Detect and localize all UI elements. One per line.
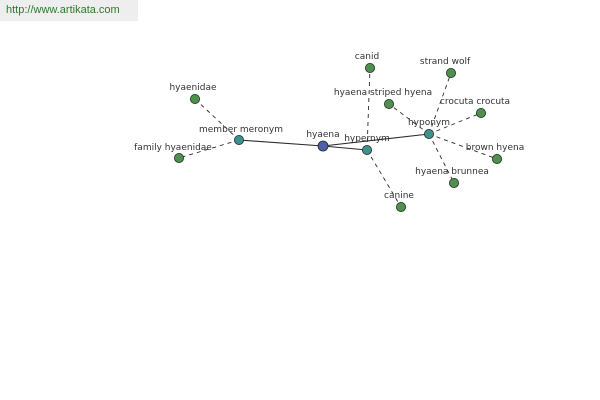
- node-hypernym[interactable]: hypernym: [344, 134, 390, 155]
- node-label-hyaenidae: hyaenidae: [169, 83, 217, 93]
- node-hyaena-brunnea[interactable]: hyaena brunnea: [415, 167, 489, 188]
- edge-hypernym-canine: [366, 149, 402, 208]
- node-marker-hyaena-striped-hyena[interactable]: [383, 99, 394, 110]
- node-label-crocuta-crocuta: crocuta crocuta: [440, 97, 510, 107]
- edge-hyponym-strand-wolf: [428, 72, 452, 135]
- node-brown-hyena[interactable]: brown hyena: [466, 143, 524, 164]
- node-marker-hypernym[interactable]: [361, 144, 372, 155]
- node-canid[interactable]: canid: [355, 52, 379, 74]
- edge-hyponym-crocuta-crocuta: [428, 112, 482, 135]
- node-hyaenidae[interactable]: hyaenidae: [169, 83, 217, 105]
- node-label-canine: canine: [384, 191, 414, 201]
- node-label-canid: canid: [355, 52, 379, 62]
- node-label-hyponym: hyponym: [408, 118, 450, 128]
- node-marker-hyaena[interactable]: [317, 140, 329, 152]
- node-label-brown-hyena: brown hyena: [466, 143, 524, 153]
- node-label-member-meronym: member meronym: [199, 125, 283, 135]
- node-marker-canine[interactable]: [395, 201, 406, 212]
- node-hyponym[interactable]: hyponym: [408, 118, 450, 139]
- edge-hyaena-hyponym: [322, 133, 430, 147]
- edge-member-meronym-hyaenidae: [194, 98, 240, 141]
- node-canine[interactable]: canine: [384, 191, 414, 212]
- node-member-meronym[interactable]: member meronym: [199, 125, 283, 145]
- site-url-link[interactable]: http://www.artikata.com: [6, 4, 120, 16]
- edge-hyponym-hyaena-brunnea: [428, 133, 455, 184]
- edge-hypernym-canid: [366, 67, 371, 151]
- node-marker-hyponym[interactable]: [423, 128, 434, 139]
- node-marker-crocuta-crocuta[interactable]: [475, 108, 486, 119]
- url-bar: http://www.artikata.com: [0, 0, 138, 21]
- node-label-hyaena-striped-hyena: hyaena striped hyena: [334, 88, 432, 98]
- node-label-hyaena: hyaena: [306, 130, 339, 140]
- node-crocuta-crocuta[interactable]: crocuta crocuta: [440, 97, 510, 119]
- node-label-family-hyaenidae: family hyaenidae: [134, 143, 212, 153]
- node-marker-hyaenidae[interactable]: [189, 94, 200, 105]
- node-marker-brown-hyena[interactable]: [491, 153, 502, 164]
- node-marker-canid[interactable]: [364, 63, 375, 74]
- node-label-hypernym: hypernym: [344, 134, 390, 144]
- edge-hyponym-hyaena-striped-hyena: [388, 103, 430, 135]
- edge-member-meronym-family-hyaenidae: [178, 139, 240, 159]
- node-hyaena-striped-hyena[interactable]: hyaena striped hyena: [334, 88, 432, 110]
- node-layer: hyaena member meronym hypernym hyponym hyaen…: [134, 52, 524, 212]
- node-marker-hyaena-brunnea[interactable]: [448, 177, 459, 188]
- node-hyaena[interactable]: hyaena: [306, 130, 340, 152]
- node-strand-wolf[interactable]: strand wolf: [420, 57, 471, 79]
- node-marker-member-meronym[interactable]: [233, 134, 244, 145]
- node-marker-strand-wolf[interactable]: [445, 68, 456, 79]
- edge-hyaena-member-meronym: [238, 139, 324, 147]
- node-family-hyaenidae[interactable]: family hyaenidae: [134, 143, 212, 163]
- node-marker-family-hyaenidae[interactable]: [173, 152, 184, 163]
- node-label-hyaena-brunnea: hyaena brunnea: [415, 167, 489, 177]
- edge-hyaena-hypernym: [322, 145, 368, 151]
- edge-layer: [178, 67, 498, 208]
- node-label-strand-wolf: strand wolf: [420, 57, 471, 67]
